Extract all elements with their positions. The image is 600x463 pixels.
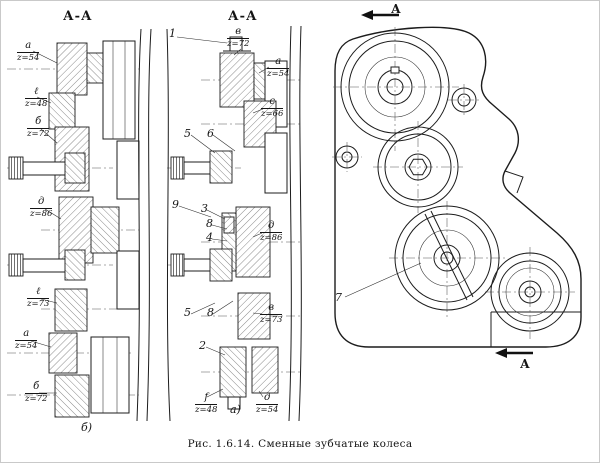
gear-teeth-count: z=54 [256, 405, 279, 415]
part-number-label: 1 [169, 27, 176, 40]
gear-teeth-count: z=54 [17, 53, 40, 63]
section-label-middle: А-А [228, 9, 258, 24]
gear-teeth-count: z=54 [15, 341, 38, 351]
section-view-middle [166, 25, 302, 422]
gear-letter: ℓ [27, 287, 50, 299]
gear-letter: а [267, 57, 290, 69]
section-label-left: А-А [63, 9, 93, 24]
figure-caption: Рис. 1.6.14. Сменные зубчатые колеса [187, 438, 413, 450]
view-sublabel-left: б) [81, 421, 93, 434]
gear-letter: в [227, 27, 250, 39]
gear-teeth-count: z=48 [195, 405, 218, 415]
gear-letter: ℓ [25, 87, 48, 99]
section-view-left [7, 28, 152, 422]
gear-letter: д [260, 221, 283, 233]
gear-letter: б [25, 382, 48, 394]
gear-teeth-count: z=54 [267, 69, 290, 79]
gear-teeth-count: z=72 [227, 39, 250, 49]
part-number-label: 5 [184, 127, 191, 140]
part-number-label: 7 [335, 291, 342, 304]
part-number-label: 3 [201, 202, 208, 215]
gear-letter: а [17, 41, 40, 53]
view-sublabel-middle: а) [230, 403, 241, 416]
part-number-label: 9 [172, 198, 179, 211]
gear-letter: б [27, 117, 50, 129]
gear-teeth-count: z=86 [30, 209, 53, 219]
part-number-label: 8 [206, 217, 213, 230]
gear-teeth-count: z=72 [25, 394, 48, 404]
gear-teeth-count: z=72 [27, 129, 50, 139]
gear-teeth-count: z=73 [27, 299, 50, 309]
plan-view-right [332, 10, 582, 358]
gear-letter: д [30, 197, 53, 209]
gear-teeth-count: z=66 [261, 109, 284, 119]
part-number-label: 8 [207, 306, 214, 319]
gear-teeth-count: z=73 [260, 315, 283, 325]
part-number-label: 2 [199, 339, 206, 352]
gear-letter: с [261, 97, 284, 109]
gear-letter: f [195, 393, 218, 405]
part-number-label: 6 [207, 127, 214, 140]
gear-letter: а [15, 329, 38, 341]
section-marker-top: А [391, 2, 401, 16]
gear-teeth-count: z=48 [25, 99, 48, 109]
section-marker-bottom: А [520, 357, 530, 371]
part-number-label: 5 [184, 306, 191, 319]
gear-letter: в [260, 303, 283, 315]
part-number-label: 4 [206, 231, 213, 244]
gear-letter: д [256, 393, 279, 405]
gear-teeth-count: z=86 [260, 233, 283, 243]
